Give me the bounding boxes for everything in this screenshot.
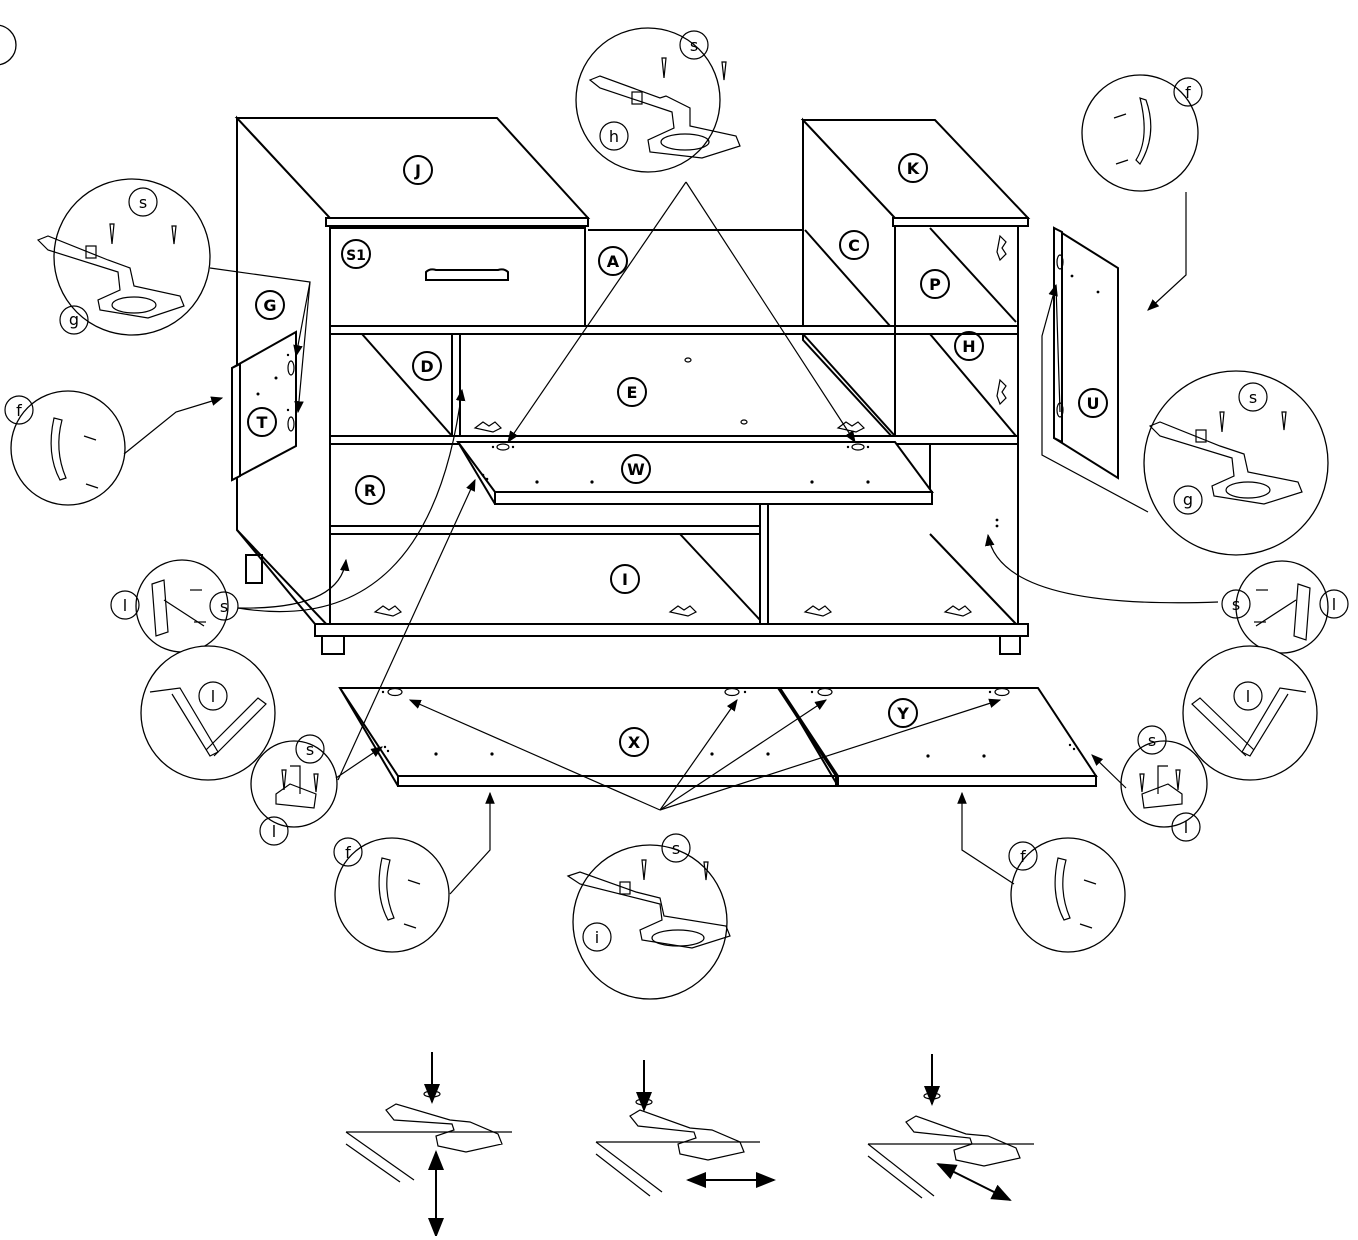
callout-hinge-h: s h bbox=[575, 27, 741, 173]
callout-stay-l-left: l bbox=[140, 645, 276, 781]
label-e: E bbox=[617, 377, 647, 407]
callout-handle-f-left: f bbox=[4, 390, 126, 506]
foot-left-back bbox=[245, 554, 263, 584]
label-x-text: X bbox=[628, 733, 641, 752]
callout-bracket-sl-right: s l bbox=[1120, 725, 1208, 842]
callout-sl-left-s-text: s bbox=[306, 740, 314, 759]
label-u-text: U bbox=[1087, 394, 1100, 413]
shelf-r bbox=[329, 525, 761, 535]
label-d: D bbox=[412, 351, 442, 381]
leader-lines bbox=[123, 181, 1219, 895]
callout-g-left-label-text: g bbox=[69, 310, 79, 329]
callout-stay-right-label-text: l bbox=[1246, 687, 1250, 706]
callout-hinge-g-right: s g bbox=[1143, 370, 1329, 556]
callout-sl-right-l-text: l bbox=[1184, 818, 1188, 837]
callout-bracket-sl-left: s l bbox=[250, 734, 338, 846]
label-i: I bbox=[610, 564, 640, 594]
adjust-horizontal bbox=[595, 1060, 776, 1197]
door-panel-t bbox=[231, 330, 297, 482]
drawer-handle bbox=[425, 268, 509, 281]
callout-bracket-l-left: l s bbox=[110, 559, 239, 653]
callout-l-right-s-text: s bbox=[1232, 595, 1240, 614]
callout-i-s-text: s bbox=[672, 839, 680, 858]
label-c-text: C bbox=[848, 236, 860, 255]
label-t-text: T bbox=[257, 413, 268, 432]
callout-hinge-i: s i bbox=[566, 833, 731, 1000]
callout-stay-l-right: l bbox=[1182, 645, 1318, 781]
door-panel-y bbox=[778, 687, 1098, 787]
foot-left-front bbox=[321, 635, 345, 655]
callout-stay-left-label-text: l bbox=[211, 687, 215, 706]
door-panel-x bbox=[338, 687, 838, 787]
callout-handle-f-top: f bbox=[1081, 74, 1203, 192]
callout-g-right-s-text: s bbox=[1249, 388, 1257, 407]
label-h-text: H bbox=[962, 337, 975, 356]
callout-hinge-g-left: s g bbox=[36, 178, 211, 336]
label-g-text: G bbox=[263, 296, 276, 315]
label-t: T bbox=[247, 407, 277, 437]
callout-f-bottom-right-text: f bbox=[1020, 847, 1026, 866]
label-c: C bbox=[839, 230, 869, 260]
label-s1-text: S1 bbox=[346, 248, 366, 264]
label-h: H bbox=[954, 331, 984, 361]
callout-sl-left-l-text: l bbox=[272, 822, 276, 841]
label-a-text: A bbox=[607, 252, 620, 271]
label-s1: S1 bbox=[341, 239, 371, 269]
label-e-text: E bbox=[627, 383, 638, 402]
label-g: G bbox=[255, 290, 285, 320]
label-w-text: W bbox=[627, 460, 645, 479]
label-p-text: P bbox=[929, 275, 941, 294]
label-y-text: Y bbox=[896, 704, 909, 723]
bottom-panel-i bbox=[314, 623, 1029, 637]
callout-bracket-l-right: s l bbox=[1221, 560, 1349, 654]
foot-right bbox=[999, 635, 1021, 655]
adjust-depth bbox=[867, 1054, 1034, 1201]
callout-h-label-text: h bbox=[609, 127, 619, 146]
label-j: J bbox=[403, 155, 433, 185]
label-y: Y bbox=[888, 698, 918, 728]
door-panel-u bbox=[1053, 226, 1119, 480]
label-i-text: I bbox=[622, 570, 628, 589]
hinge-symbols bbox=[373, 234, 1007, 617]
callout-l-right-label-text: l bbox=[1332, 595, 1336, 614]
label-p: P bbox=[920, 269, 950, 299]
callout-handle-f-bottom-right: f bbox=[1008, 837, 1126, 953]
adjust-vertical bbox=[345, 1052, 512, 1238]
callout-g-left-s-text: s bbox=[139, 193, 147, 212]
callout-handle-f-bottom-left: f bbox=[333, 837, 450, 953]
callout-l-left-label-text: l bbox=[123, 596, 127, 615]
label-a: A bbox=[598, 246, 628, 276]
label-u: U bbox=[1078, 388, 1108, 418]
label-x: X bbox=[619, 727, 649, 757]
callout-f-bottom-left-text: f bbox=[345, 843, 351, 862]
callout-l-left-s-text: s bbox=[220, 597, 228, 616]
callout-h-s-text: s bbox=[690, 36, 698, 55]
callout-i-label-text: i bbox=[595, 928, 599, 947]
label-w: W bbox=[621, 454, 651, 484]
label-k-text: K bbox=[907, 159, 920, 178]
shelf-a bbox=[329, 325, 1019, 335]
label-k: K bbox=[898, 153, 928, 183]
step-number-badge bbox=[0, 24, 17, 66]
label-r-text: R bbox=[364, 481, 376, 500]
panel-labels: J K S1 A C P G D E H T U W R I X Y bbox=[247, 153, 1108, 757]
label-r: R bbox=[355, 475, 385, 505]
callout-f-top-text: f bbox=[1185, 83, 1191, 102]
callout-f-left-text: f bbox=[16, 401, 22, 420]
label-j-text: J bbox=[414, 161, 421, 180]
label-d-text: D bbox=[420, 357, 433, 376]
callout-sl-right-s-text: s bbox=[1148, 731, 1156, 750]
callout-g-right-label-text: g bbox=[1183, 490, 1193, 509]
